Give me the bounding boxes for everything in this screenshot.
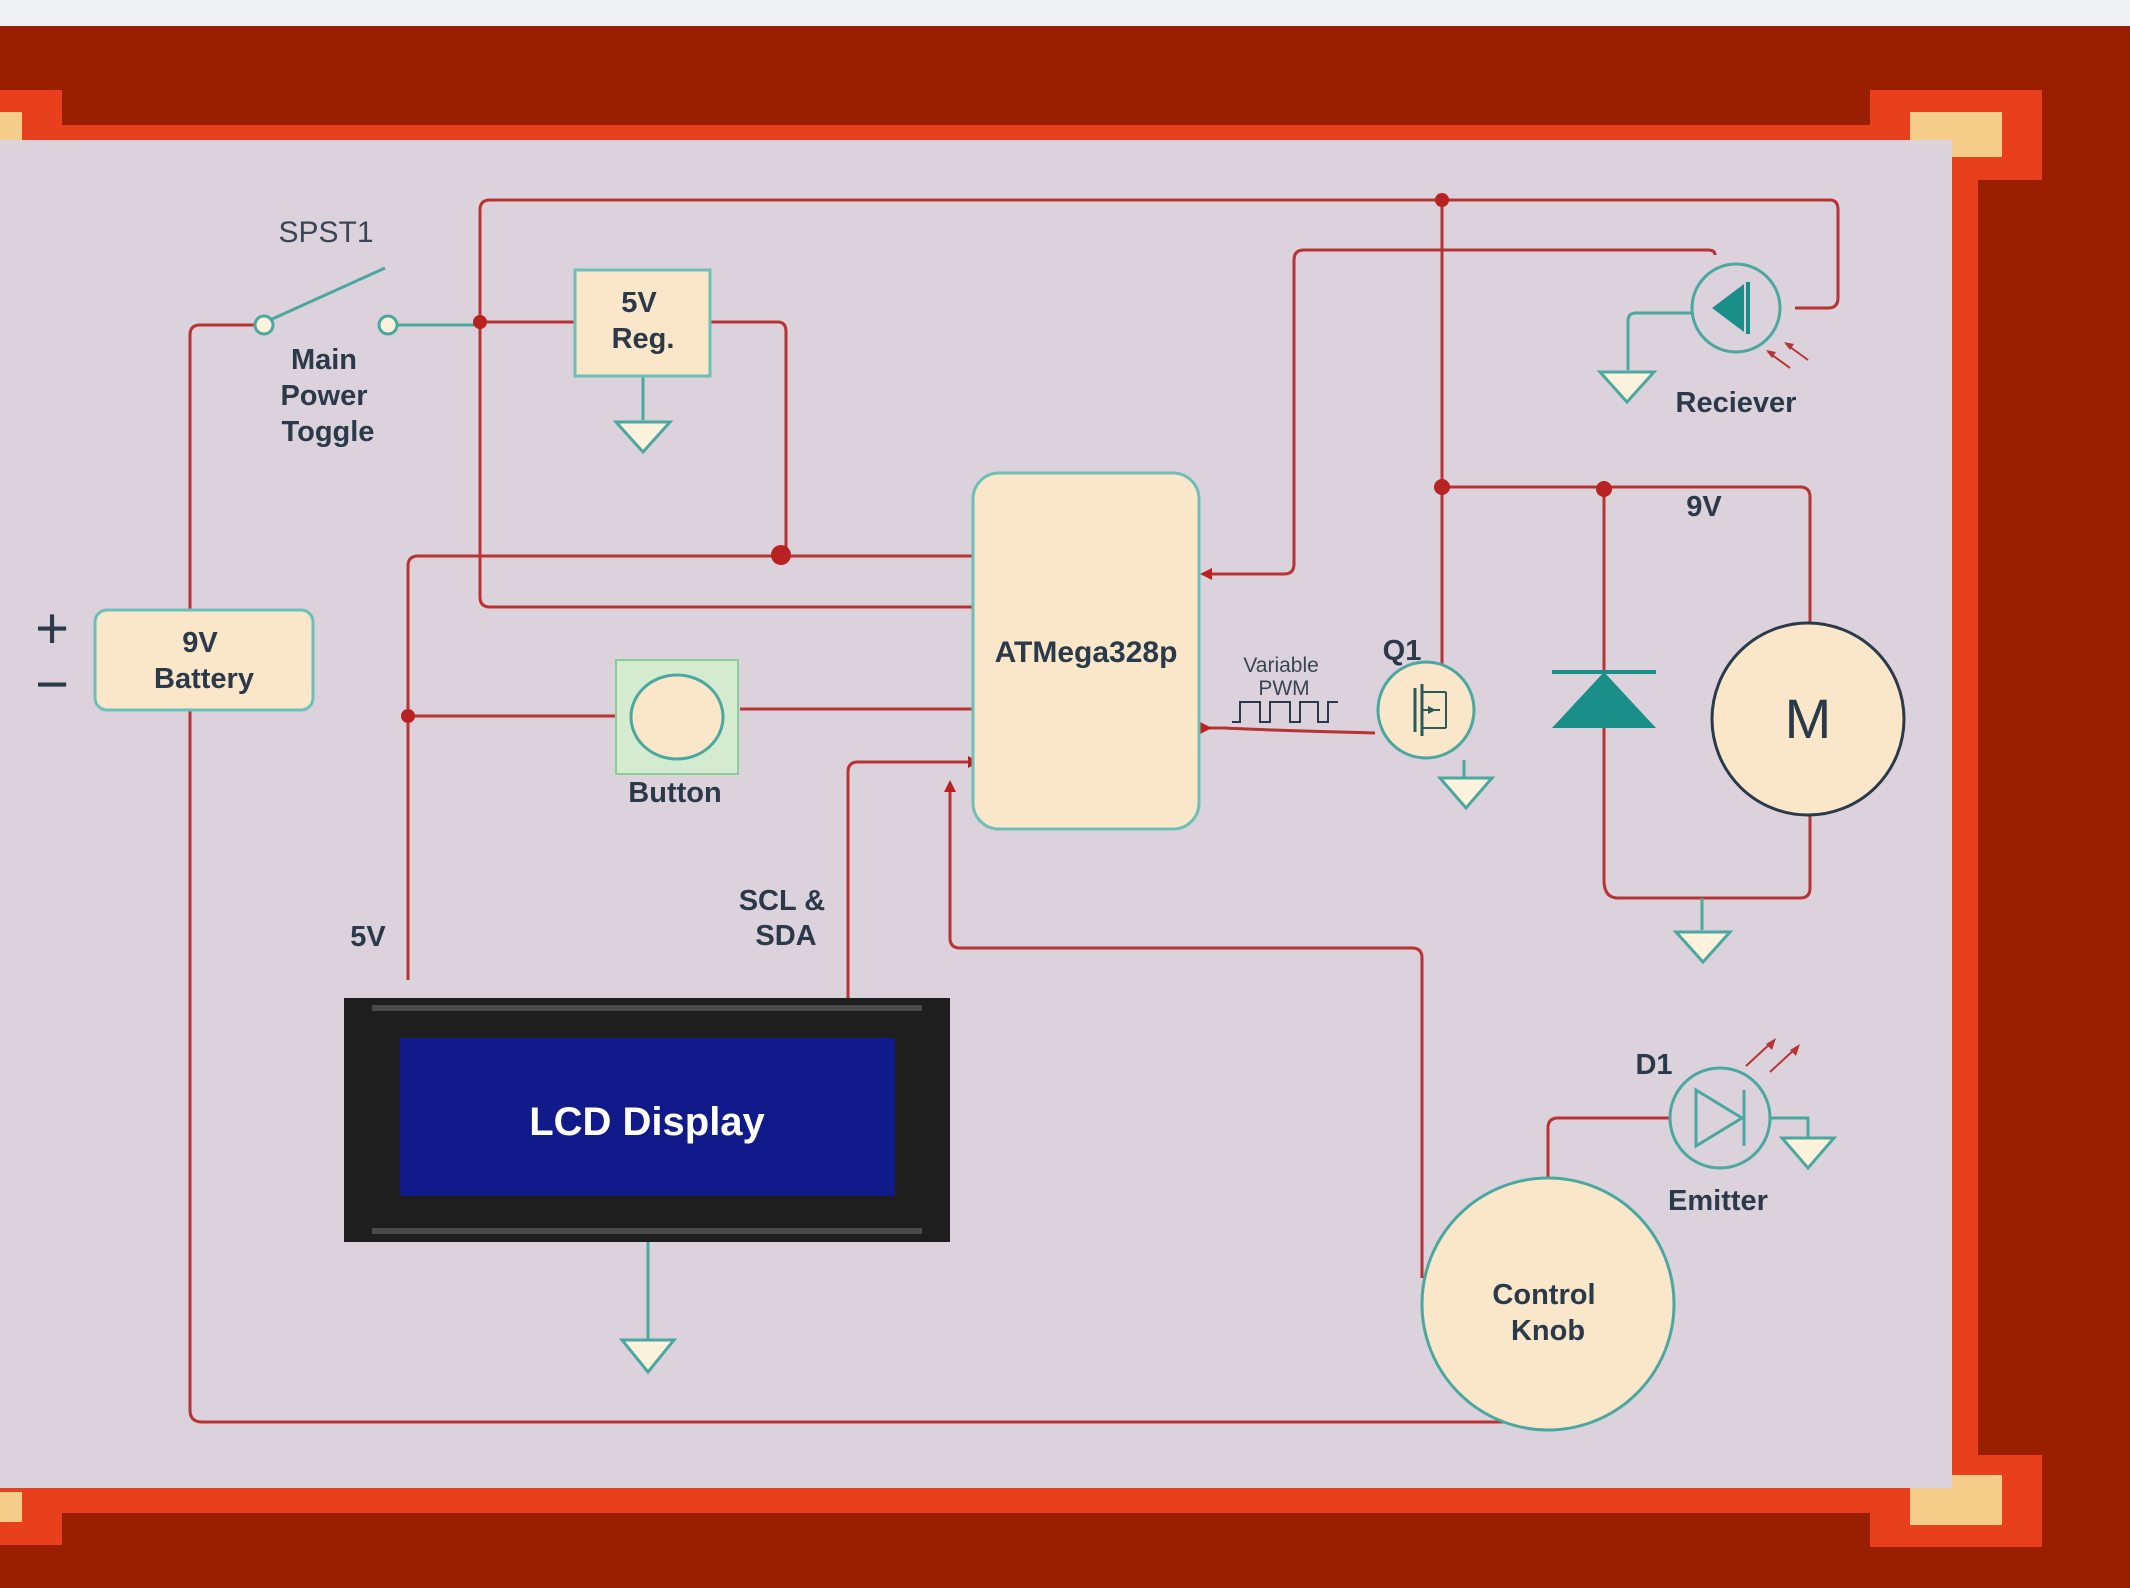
- switch-label-line1: Main: [291, 344, 357, 376]
- switch-label-line3: Toggle: [282, 416, 375, 448]
- microcontroller: ATMega328p: [973, 473, 1199, 829]
- top-strip: [0, 0, 2130, 26]
- control-knob: Control Knob: [1422, 1178, 1674, 1430]
- button-label: Button: [628, 777, 721, 809]
- emitter-label: Emitter: [1668, 1185, 1768, 1217]
- corner-bottom-left-square: [0, 1492, 22, 1522]
- motor: M: [1712, 623, 1904, 815]
- lcd-module: LCD Display: [344, 998, 950, 1242]
- knob-label-line2: Knob: [1511, 1315, 1585, 1347]
- regulator-label-line1: 5V: [621, 287, 657, 319]
- bus-label-line1: SCL &: [739, 885, 826, 917]
- push-button: Button: [616, 660, 738, 809]
- battery-label-line1: 9V: [182, 627, 218, 659]
- lcd-label: LCD Display: [529, 1100, 765, 1144]
- mcu-label: ATMega328p: [995, 636, 1178, 669]
- rail-5v-label: 5V: [350, 921, 386, 953]
- motor-supply-label: 9V: [1686, 491, 1722, 523]
- pwm-label-line1: Variable: [1243, 654, 1319, 677]
- bus-label-line2: SDA: [755, 920, 816, 952]
- svg-text:Main Power Toggle: Main Power Toggle: [280, 344, 375, 448]
- regulator-label-line2: Reg.: [612, 323, 675, 355]
- pwm-label-line2: PWM: [1258, 677, 1309, 700]
- battery-label-line2: Battery: [154, 663, 254, 695]
- battery-minus-sign: −: [35, 652, 69, 717]
- motor-label: M: [1785, 687, 1832, 750]
- corner-top-left-square: [0, 112, 22, 142]
- emitter-ref-label: D1: [1635, 1049, 1672, 1081]
- switch-ref-label: SPST1: [278, 216, 373, 249]
- voltage-regulator: 5V Reg.: [575, 270, 710, 376]
- switch-label-line2: Power: [280, 380, 367, 412]
- receiver-label: Reciever: [1676, 387, 1797, 419]
- knob-label-line1: Control: [1492, 1279, 1595, 1311]
